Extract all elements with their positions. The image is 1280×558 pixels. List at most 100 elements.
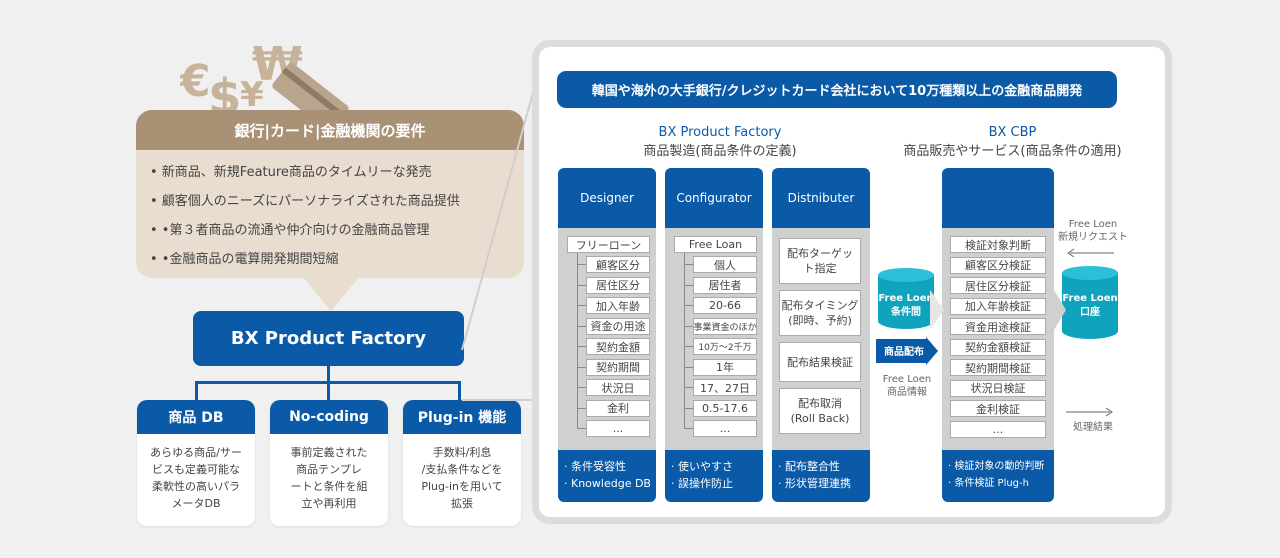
feature-title: No-coding bbox=[270, 400, 388, 434]
requirements-title: 銀行|カード|金融機関の要件 bbox=[136, 110, 524, 150]
footer-line: · Knowledge DB bbox=[564, 477, 651, 490]
tree-tick bbox=[684, 284, 693, 286]
designer-item: 居住区分 bbox=[586, 276, 650, 294]
cbp-item: 検証対象判断 bbox=[950, 236, 1046, 253]
tree-tick bbox=[684, 428, 693, 429]
svg-text:€: € bbox=[180, 56, 211, 107]
tree-tick bbox=[577, 264, 586, 265]
new-request-label: Free Loen 新規リクエスト bbox=[1056, 218, 1130, 244]
cbp-item: 契約期間検証 bbox=[950, 359, 1046, 376]
banner: 韓国や海外の大手銀行/クレジットカード会社において10万種類以上の金融商品開発 bbox=[557, 71, 1117, 108]
footer-line: · 配布整合性 bbox=[778, 460, 840, 473]
tree-tick bbox=[577, 366, 586, 368]
bx-product-factory-box: BX Product Factory bbox=[193, 311, 464, 366]
database-label: Free Loen bbox=[1062, 293, 1118, 304]
connector-line bbox=[327, 366, 330, 382]
designer-item: ... bbox=[586, 420, 650, 437]
configurator-header: Configurator bbox=[665, 168, 763, 228]
tree-tick bbox=[684, 387, 693, 388]
connector-line bbox=[327, 381, 330, 401]
configurator-item: 個人 bbox=[693, 256, 757, 273]
feature-no-coding: No-coding 事前定義された 商品テンプレ ートと条件を組 立や再利用 bbox=[270, 400, 388, 526]
cbp-item: ... bbox=[950, 420, 1046, 438]
tree-tick bbox=[684, 305, 693, 306]
feature-line: 手数料/利息 bbox=[432, 446, 492, 459]
tree-tick bbox=[684, 346, 693, 347]
configurator-item: 17、27日 bbox=[693, 379, 757, 396]
tree-tick bbox=[577, 387, 586, 388]
configurator-item: 0.5-17.6 bbox=[693, 399, 757, 417]
distributer-item-line: ト指定 bbox=[803, 262, 837, 275]
factory-section-subtitle: 商品製造(商品条件の定義) bbox=[643, 143, 797, 159]
configurator-item: 事業資金のほか bbox=[693, 317, 757, 335]
cbp-footer: · 検証対象の動的判断 · 条件検証 Plug-h bbox=[942, 450, 1054, 502]
designer-item: 資金の用途 bbox=[586, 317, 650, 335]
connector-line bbox=[458, 381, 461, 401]
feature-description: 手数料/利息 /支払条件などを Plug-inを用いて 拡張 bbox=[409, 444, 515, 512]
requirement-item: • •第３者商品の流通や仲介向けの金融商品管理 bbox=[150, 223, 430, 238]
distributer-item: 配布タイミング (即時、予約) bbox=[779, 290, 861, 336]
tree-tick bbox=[684, 264, 693, 265]
feature-plugin: Plug-in 機能 手数料/利息 /支払条件などを Plug-inを用いて 拡… bbox=[403, 400, 521, 526]
feature-line: Plug-inを用いて bbox=[421, 480, 503, 493]
requirement-item: • 新商品、新規Feature商品のタイムリーな発売 bbox=[150, 165, 432, 180]
feature-description: 事前定義された 商品テンプレ ートと条件を組 立や再利用 bbox=[276, 444, 382, 512]
result-arrow-icon bbox=[1066, 407, 1113, 417]
tree-tick bbox=[684, 366, 693, 368]
flow-arrow-icon bbox=[1054, 290, 1066, 330]
configurator-footer: · 使いやすさ · 誤操作防止 bbox=[665, 450, 763, 502]
designer-item: 加入年齢 bbox=[586, 297, 650, 314]
tree-tick bbox=[577, 305, 586, 306]
tree-tick bbox=[577, 325, 586, 327]
designer-item: 顧客区分 bbox=[586, 256, 650, 273]
cbp-item: 金利検証 bbox=[950, 400, 1046, 417]
feature-line: ビスも定義可能な bbox=[152, 463, 240, 476]
designer-root-item: フリーローン bbox=[567, 236, 650, 253]
label-line: Free Loen bbox=[882, 374, 932, 385]
distributer-item-line: 配布タイミング bbox=[781, 299, 859, 312]
feature-description: あらゆる商品/サー ビスも定義可能な 柔軟性の高いパラ メータDB bbox=[143, 444, 249, 512]
configurator-item: 20-66 bbox=[693, 297, 757, 314]
requirement-item: • •金融商品の電算開発期間短縮 bbox=[150, 252, 339, 267]
requirements-panel: 銀行|カード|金融機関の要件 • 新商品、新規Feature商品のタイムリーな発… bbox=[136, 110, 524, 278]
cbp-item: 顧客区分検証 bbox=[950, 256, 1046, 274]
cbp-item: 加入年齢検証 bbox=[950, 297, 1046, 315]
tree-tick bbox=[577, 428, 586, 429]
factory-section-title: BX Product Factory bbox=[658, 124, 782, 140]
footer-line: · 誤操作防止 bbox=[671, 477, 733, 490]
distributer-item-line: (即時、予約) bbox=[788, 314, 852, 327]
requirement-item: • 顧客個人のニーズにパーソナライズされた商品提供 bbox=[150, 194, 460, 209]
cbp-item: 居住区分検証 bbox=[950, 277, 1046, 294]
designer-item: 契約期間 bbox=[586, 358, 650, 376]
tree-tick bbox=[684, 407, 693, 409]
distributer-item-line: 配布取消 bbox=[798, 397, 842, 410]
zoom-connector bbox=[461, 59, 543, 401]
requirements-pointer bbox=[303, 277, 359, 311]
feature-line: 商品テンプレ bbox=[296, 463, 362, 476]
database-label: 条件間 bbox=[891, 307, 921, 318]
footer-line: · 形状管理連携 bbox=[778, 477, 851, 490]
label-line: 商品情報 bbox=[887, 387, 927, 398]
distributer-footer: · 配布整合性 · 形状管理連携 bbox=[772, 450, 870, 502]
distributer-item: 配布結果検証 bbox=[779, 342, 861, 382]
tree-tick bbox=[577, 346, 586, 347]
feature-title: Plug-in 機能 bbox=[403, 400, 521, 434]
flow-arrow-icon bbox=[930, 290, 944, 330]
distribute-arrow-icon: 商品配布 bbox=[876, 337, 938, 365]
feature-line: 拡張 bbox=[451, 497, 473, 510]
distributer-item-line: (Roll Back) bbox=[790, 412, 850, 425]
database-label: Free Loen bbox=[878, 293, 934, 304]
configurator-item: ... bbox=[693, 420, 757, 437]
feature-line: 柔軟性の高いパラ bbox=[152, 480, 240, 493]
product-info-label: Free Loen 商品情報 bbox=[870, 373, 944, 399]
distributer-item: 配布取消 (Roll Back) bbox=[779, 388, 861, 434]
footer-line: · 条件検証 Plug-h bbox=[948, 478, 1029, 489]
footer-line: · 使いやすさ bbox=[671, 460, 733, 473]
tree-tick bbox=[684, 325, 693, 327]
result-label: 処理結果 bbox=[1073, 422, 1113, 433]
connector-line bbox=[195, 381, 198, 401]
tree-tick bbox=[577, 407, 586, 409]
feature-line: ートと条件を組 bbox=[290, 480, 368, 493]
request-arrow-icon bbox=[1067, 248, 1114, 258]
feature-title: 商品 DB bbox=[137, 400, 255, 434]
